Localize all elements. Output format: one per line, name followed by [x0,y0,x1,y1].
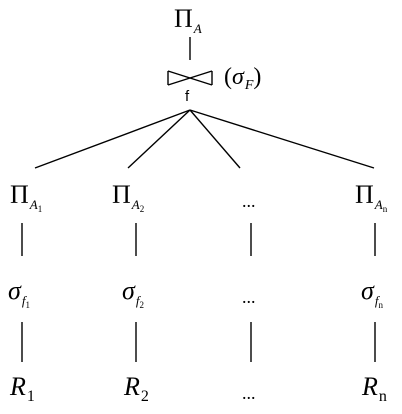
col2-sigma-sub-text: f [135,293,140,308]
join-condition: (σF) [224,64,262,93]
col2-projection: ΠA2 [112,180,144,214]
col4-relation: Rn [362,372,387,405]
join-label: f [185,88,190,105]
edge-join-col1 [34,109,191,169]
root-pi: Π [174,4,193,33]
col4-sigma: σ [361,276,374,305]
join-condition-close: ) [253,64,262,90]
col2-sigma-sub: f2 [135,293,144,310]
col1-pi: Π [10,180,29,209]
col2-sigma: σ [122,276,135,305]
col3-dots-bot: ... [242,383,256,403]
col1-sigma-subsub: 1 [25,300,30,310]
col4-pi-subsub: n [382,204,388,214]
join-condition-open: ( [224,64,232,90]
col2-pi: Π [112,180,131,209]
col4-rel: R [362,372,378,401]
col2-pi-subsub: 2 [139,204,145,214]
col2-rel: R [124,372,140,401]
col2-rel-sub: 2 [140,388,149,405]
col4-pi-sub-text: A [374,197,383,212]
col4-pi: Π [355,180,374,209]
root-pi-sub: A [193,21,202,36]
col3-dots-top: ... [242,191,256,211]
col1-sigma-sub-text: f [21,293,26,308]
col4-sigma-sub-text: f [374,293,379,308]
col1-pi-sub: A1 [29,197,43,214]
col1-projection: ΠA1 [10,180,42,214]
col4-sigma-subsub: n [378,300,383,310]
col4-rel-sub: n [378,388,387,405]
col1-rel-sub: 1 [26,388,35,405]
col4-sigma-sub: fn [374,293,383,310]
col2-sigma-subsub: 2 [139,300,144,310]
col1-sigma-sub: f1 [21,293,30,310]
col1-relation: R1 [10,372,35,405]
col1-pi-subsub: 1 [37,204,43,214]
col1-selection: σf1 [8,276,30,310]
edge-join-col4 [189,109,375,169]
join-condition-sigma: σ [232,64,244,90]
col2-pi-sub-text: A [131,197,140,212]
col1-pi-sub-text: A [29,197,38,212]
col1-rel: R [10,372,26,401]
col1-sigma: σ [8,276,21,305]
edge-join-col2 [127,109,191,169]
col4-selection: σfn [361,276,383,310]
edge-join-col3 [189,109,241,169]
col2-pi-sub: A2 [131,197,145,214]
col2-relation: R2 [124,372,149,405]
col4-projection: ΠAn [355,180,387,214]
root-projection: ΠA [174,4,202,36]
join-condition-sub: F [244,78,254,93]
col2-selection: σf2 [122,276,144,310]
bowtie-join-icon [167,70,213,86]
col4-pi-sub: An [374,197,388,214]
col3-dots-mid: ... [242,287,256,307]
